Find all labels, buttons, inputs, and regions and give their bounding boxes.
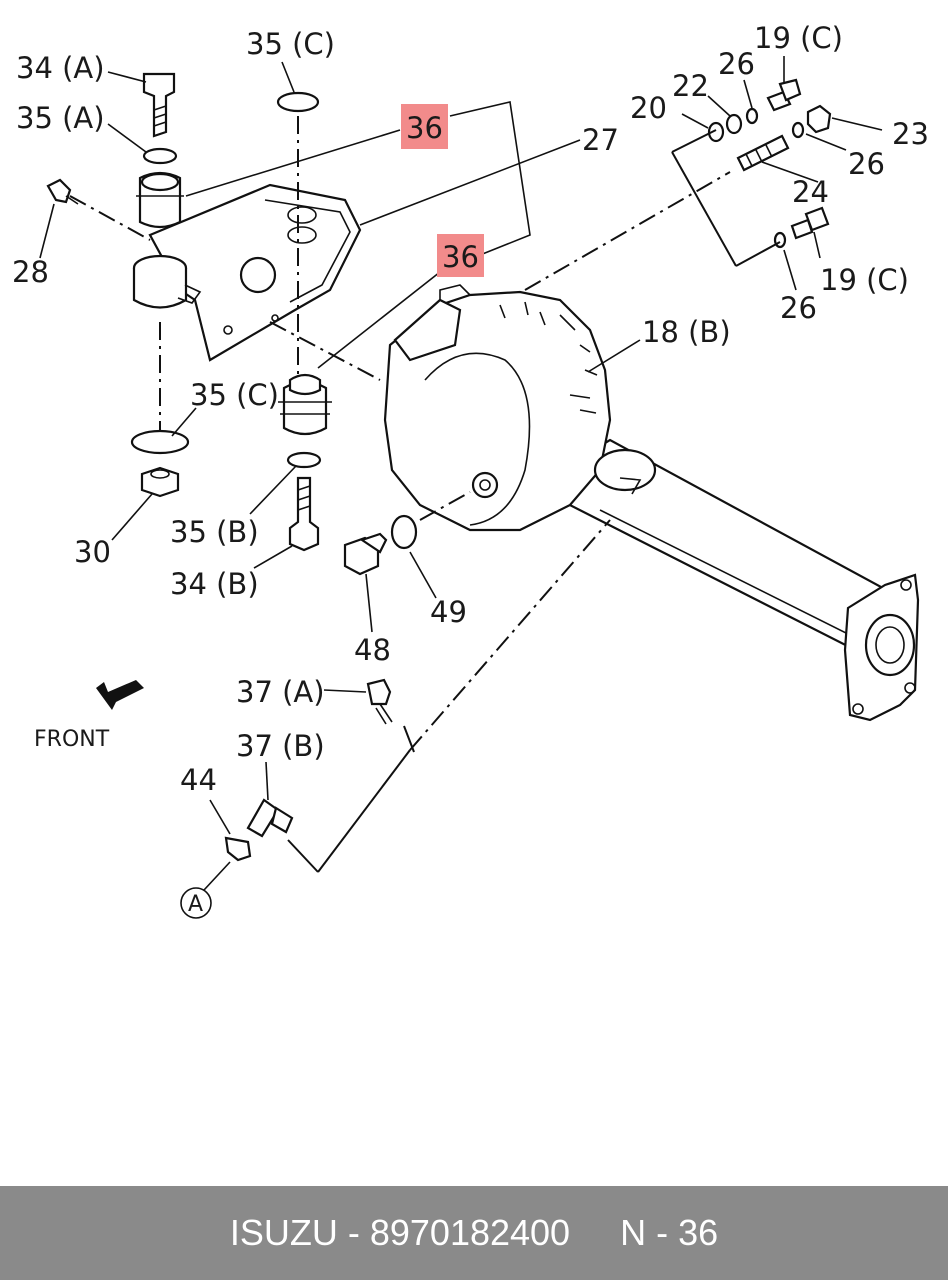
callout-a-circle: [180, 887, 212, 919]
label-35c-mid: 35 (C): [190, 378, 279, 412]
label-23: 23: [892, 117, 929, 151]
nut-30: [140, 466, 180, 498]
breather-44: [224, 836, 252, 862]
label-30: 30: [74, 535, 111, 569]
washer-26-b: [791, 121, 805, 139]
washer-22: [725, 113, 743, 135]
label-20: 20: [630, 91, 667, 125]
label-37b: 37 (B): [236, 729, 325, 763]
label-22: 22: [672, 69, 709, 103]
footer-bar: ISUZU - 8970182400 N - 36: [0, 1186, 948, 1280]
stud-24: [736, 134, 790, 172]
bolt-34b: [288, 476, 320, 552]
label-18b: 18 (B): [642, 315, 731, 349]
axle-housing: [383, 284, 920, 722]
nut-23: [806, 104, 832, 134]
front-arrow-icon: [96, 680, 144, 710]
plug-48: [343, 532, 388, 576]
label-26-b: 26: [848, 147, 885, 181]
parts-diagram: 34 (A) 35 (A) 35 (C) 36 27 36 28 35 (C) …: [12, 21, 929, 919]
label-37a: 37 (A): [236, 675, 325, 709]
label-34a: 34 (A): [16, 51, 105, 85]
alignment-lines: [69, 116, 781, 873]
label-24: 24: [792, 175, 829, 209]
label-49: 49: [430, 595, 467, 629]
washer-20: [707, 121, 725, 143]
leader-lines: [39, 56, 883, 891]
highlight-36-top: [401, 104, 448, 149]
bushing-36-top: [136, 171, 184, 229]
label-35a: 35 (A): [16, 101, 105, 135]
label-35b: 35 (B): [170, 515, 259, 549]
label-36-mid: 36: [442, 240, 479, 274]
bracket-27: [132, 183, 362, 362]
label-34b: 34 (B): [170, 567, 259, 601]
highlight-36-mid: [437, 234, 484, 277]
gasket-49: [390, 514, 418, 550]
label-27: 27: [582, 123, 619, 157]
label-26-c: 26: [780, 291, 817, 325]
bolt-19c-bottom: [790, 206, 830, 240]
fitting-37b: [246, 798, 294, 838]
washer-35c-mid: [130, 429, 190, 455]
washer-35a: [142, 147, 178, 165]
label-19c-bottom: 19 (C): [820, 263, 909, 297]
label-48: 48: [354, 633, 391, 667]
bolt-28: [46, 178, 79, 205]
label-44: 44: [180, 763, 217, 797]
label-28: 28: [12, 255, 49, 289]
bolt-19c-top: [766, 78, 802, 112]
label-35c-top: 35 (C): [246, 27, 335, 61]
label-26-a: 26: [718, 47, 755, 81]
front-label: FRONT: [34, 727, 110, 752]
label-a: A: [188, 892, 203, 917]
washer-26-a: [745, 107, 759, 125]
footer-brand-part: ISUZU - 8970182400: [229, 1212, 571, 1253]
bushing-36-mid: [278, 373, 332, 436]
washer-35c-top: [276, 91, 320, 113]
label-36-top: 36: [406, 111, 443, 145]
fitting-37a: [366, 678, 393, 725]
bolt-34a: [142, 72, 176, 138]
label-19c-top: 19 (C): [754, 21, 843, 55]
footer-page-ref: N - 36: [620, 1212, 719, 1253]
washer-35b: [286, 451, 322, 469]
